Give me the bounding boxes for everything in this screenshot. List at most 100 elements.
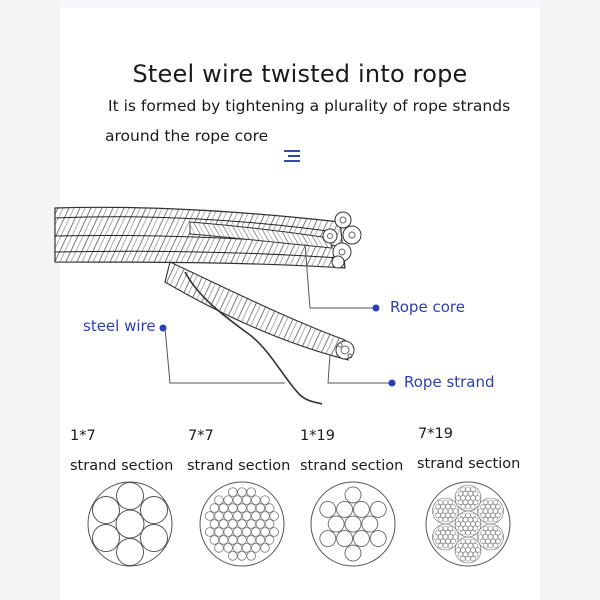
wire-circle <box>218 535 229 545</box>
description-line-2: around the rope core <box>105 127 269 145</box>
wire-circle <box>246 519 256 529</box>
wire-circle <box>460 486 466 493</box>
wire-circle <box>487 534 494 540</box>
wire-circle <box>319 530 337 547</box>
wire-circle <box>327 515 345 533</box>
wire-circle <box>223 543 233 553</box>
wire-circle <box>472 499 479 506</box>
wire-circle <box>251 543 261 553</box>
wire-circle <box>437 508 444 514</box>
wire-circle <box>437 516 444 523</box>
wire-circle <box>214 495 224 505</box>
wire-circle <box>482 534 489 540</box>
wire-circle <box>465 547 471 553</box>
wire-circle <box>440 503 446 510</box>
section-7x19-diagram <box>425 481 511 567</box>
wire-circle <box>445 503 451 510</box>
wire-circle <box>214 527 224 537</box>
wire-circle <box>487 525 494 532</box>
wire-circle <box>369 530 387 547</box>
wire-circle <box>209 535 220 545</box>
wire-circle <box>246 503 256 513</box>
wire-circle <box>462 551 469 558</box>
wire-circle <box>450 538 456 545</box>
wire-circle <box>455 495 461 501</box>
right-margin <box>540 0 600 600</box>
wire-circle <box>241 543 252 553</box>
wire-circle <box>457 525 464 532</box>
wire-circle <box>492 542 499 549</box>
wire-circle <box>457 516 464 523</box>
wire-circle <box>470 495 476 501</box>
wire-circle <box>475 495 481 501</box>
wire-circle <box>246 551 256 561</box>
wire-circle <box>495 512 501 519</box>
wire-circle <box>460 512 466 519</box>
menu-icon[interactable] <box>284 150 300 162</box>
wire-circle <box>442 508 449 514</box>
wire-circle <box>487 508 494 514</box>
wire-circle <box>336 530 354 547</box>
wire-circle <box>205 511 215 521</box>
rope-core-dot <box>372 304 380 312</box>
wire-circle <box>237 503 247 513</box>
wire-circle <box>457 542 464 549</box>
wire-circle <box>442 534 449 540</box>
wire-circle <box>490 538 496 545</box>
wire-circle <box>460 547 466 553</box>
wire-circle <box>228 503 238 513</box>
wire-circle <box>255 535 266 545</box>
wire-circle <box>440 512 446 519</box>
wire-circle <box>260 511 270 521</box>
wire-circle <box>205 527 215 537</box>
wire-circle <box>487 499 494 506</box>
wire-circle <box>435 529 441 536</box>
wire-circle <box>452 534 459 540</box>
section-1x7-diagram <box>87 481 173 567</box>
wire-circle <box>462 499 469 506</box>
section-code-4: 7*19 <box>418 426 453 442</box>
wire-circle <box>462 542 469 549</box>
section-label-3: strand section <box>300 458 404 474</box>
wire-circle <box>237 519 247 529</box>
wire-circle <box>251 511 261 521</box>
separated-strand <box>164 261 355 361</box>
wire-circle <box>319 501 337 518</box>
wire-circle <box>344 544 362 562</box>
wire-circle <box>470 521 476 527</box>
wire-circle <box>223 527 233 537</box>
wire-circle <box>480 538 486 545</box>
rope-strand-label: Rope strand <box>404 373 495 391</box>
wire-circle <box>472 490 479 497</box>
rope-strand-dot <box>388 379 396 387</box>
wire-circle <box>495 529 501 536</box>
wire-circle <box>432 508 439 514</box>
wire-circle <box>264 503 275 513</box>
wire-circle <box>485 512 491 519</box>
wire-circle <box>482 508 489 514</box>
wire-circle <box>455 521 461 527</box>
wire-circle <box>435 538 441 545</box>
wire-circle <box>460 555 466 562</box>
wire-circle <box>467 542 474 549</box>
wire-circle <box>246 535 256 545</box>
wire-circle <box>352 501 370 518</box>
section-code-1: 1*7 <box>70 428 96 444</box>
wire-circle <box>260 495 270 505</box>
wire-circle <box>460 495 466 501</box>
wire-circle <box>472 516 479 523</box>
wire-circle <box>241 495 252 505</box>
wire-circle <box>465 503 471 510</box>
wire-circle <box>490 529 496 536</box>
wire-circle <box>435 503 441 510</box>
wire-circle <box>457 499 464 506</box>
wire-circle <box>495 503 501 510</box>
wire-circle <box>465 555 471 562</box>
wire-circle <box>480 512 486 519</box>
wire-circle <box>264 535 275 545</box>
wire-circle <box>492 534 499 540</box>
steel-wire-label: steel wire <box>83 317 156 335</box>
wire-circle <box>264 519 275 529</box>
